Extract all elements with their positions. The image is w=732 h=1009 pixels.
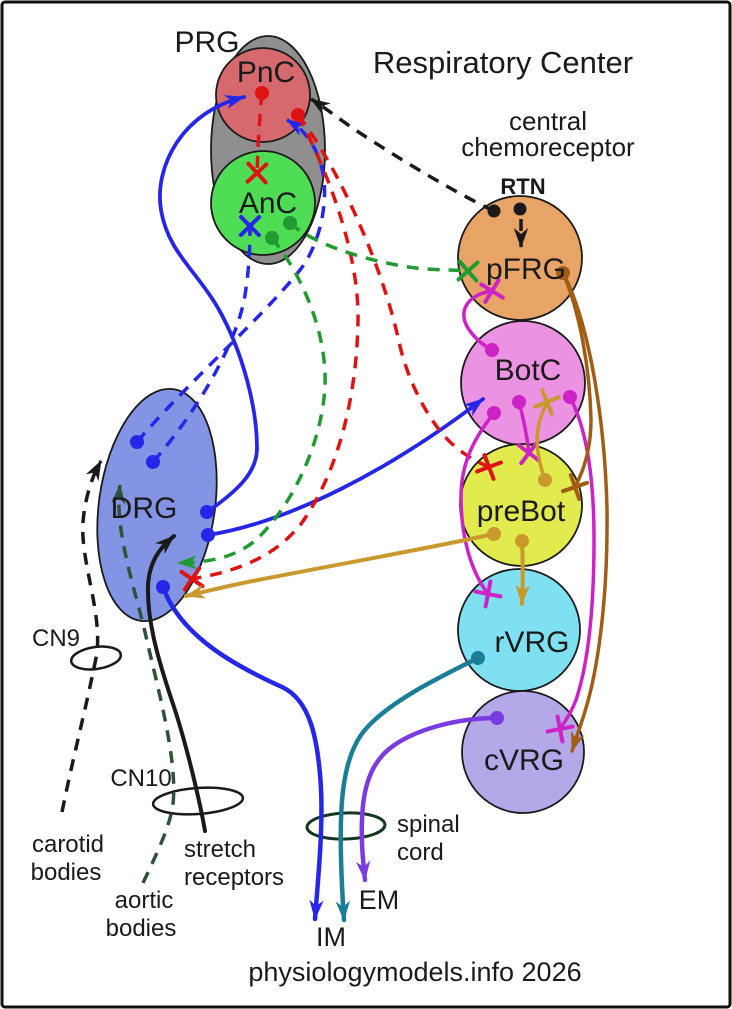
inhibition-x-pfrg-to-prebot: [560, 472, 590, 502]
inhibition-x-pnc-to-drg: [179, 566, 205, 592]
connection-drg-to-inspiratory-muscles: [160, 584, 324, 922]
label-botc: BotC: [495, 354, 562, 387]
inhibition-x-botc-to-rvrg: [473, 579, 503, 609]
inhibition-x-drg-to-anc-dashed: [238, 214, 262, 238]
arrowhead-carotid-bodies-to-drg: [85, 460, 102, 482]
label-stretch-receptors-line2: receptors: [184, 864, 284, 891]
label-stretch-receptors-line1: stretch: [184, 836, 256, 863]
inhibition-x-anc-to-pfrg: [456, 259, 480, 283]
region-cn9-ring: [69, 645, 123, 671]
soma-dot-anc-to-pfrg: [283, 216, 297, 230]
connection-stretch-receptors-to-drg: [145, 534, 207, 833]
arrowhead-prebot-to-rvrg: [515, 584, 530, 605]
rtn-neuron-1-dot: [487, 204, 501, 218]
label-drg: DRG: [111, 492, 178, 525]
connection-drg-to-pnc: [158, 95, 259, 514]
page-title: Respiratory Center: [373, 45, 633, 80]
label-pfrg: pFRG: [486, 253, 566, 286]
connection-prebot-to-drg: [184, 532, 496, 598]
soma-dot-rvrg-to-inspiratory-muscles: [471, 651, 485, 665]
watermark: physiologymodels.info 2026: [248, 957, 581, 987]
arrowhead-rtn-to-pnc: [310, 98, 331, 116]
arrowhead-aortic-bodies-to-drg: [111, 484, 126, 505]
inhibition-x-botc-to-pfrg: [479, 278, 505, 304]
rtn-neuron-2-dot: [513, 202, 527, 216]
arrowhead-drg-to-botc: [463, 398, 484, 417]
connection-aortic-bodies-to-drg: [117, 484, 176, 884]
connection-cvrg-to-expiratory-muscles: [359, 715, 500, 883]
connection-pfrg-to-cvrg: [561, 271, 609, 753]
arrowhead-rtn-to-pfrg: [513, 228, 529, 248]
soma-dot-drg-to-botc: [201, 528, 215, 542]
inhibition-x-botc-to-prebot: [516, 440, 542, 466]
arrowhead-prebot-to-drg: [185, 584, 207, 599]
label-im: IM: [316, 922, 346, 952]
soma-dot-botc-to-pfrg: [485, 343, 499, 357]
connection-anc-to-drg: [177, 236, 327, 565]
connection-carotid-bodies-to-drg: [60, 460, 103, 813]
labels-layer: Respiratory Center PRG PnC AnC central c…: [31, 26, 635, 987]
soma-dot-cvrg-to-expiratory-muscles: [490, 711, 504, 725]
label-central-chemoreceptor-line2: chemoreceptor: [461, 132, 635, 162]
label-carotid-bodies-line2: bodies: [31, 859, 102, 886]
label-cvrg: cVRG: [484, 744, 564, 777]
arrowhead-drg-to-pnc: [223, 95, 245, 110]
inhibition-x-prebot-to-botc: [533, 388, 561, 416]
label-pnc: PnC: [237, 56, 295, 89]
label-carotid-bodies-line1: carotid: [32, 831, 104, 858]
label-rvrg: rVRG: [495, 626, 570, 659]
connection-prebot-to-botc: [535, 400, 549, 482]
arrowhead-pfrg-to-cvrg: [570, 730, 585, 752]
label-anc: AnC: [239, 187, 297, 220]
soma-dot-pnc-to-anc: [255, 86, 269, 100]
label-central-chemoreceptor-line1: central: [509, 106, 587, 136]
label-cn9: CN9: [32, 625, 80, 652]
label-em: EM: [359, 885, 400, 915]
soma-dot-anc-to-drg: [265, 231, 279, 245]
soma-dot-drg-to-anc-dashed: [146, 455, 160, 469]
label-spinal-cord-line2: cord: [397, 839, 444, 866]
connection-drg-to-botc: [206, 397, 485, 537]
connection-botc-to-pfrg: [462, 289, 494, 352]
label-rtn: RTN: [500, 174, 545, 199]
inhibition-x-botc-to-cvrg: [545, 714, 575, 744]
soma-dot-prebot-to-rvrg: [515, 534, 529, 548]
arrowhead-drg-to-inspiratory-muscles: [309, 899, 324, 920]
soma-dot-drg-to-pnc-dashed: [130, 435, 144, 449]
neuron-dots-layer: [487, 202, 527, 218]
label-prg: PRG: [174, 26, 239, 59]
soma-dot-drg-to-pnc: [200, 505, 214, 519]
connection-drg-to-pnc-dashed: [135, 118, 327, 444]
soma-dot-drg-to-inspiratory-muscles: [156, 580, 170, 594]
connection-botc-to-rvrg: [459, 411, 496, 596]
arrowhead-anc-to-drg: [177, 554, 198, 570]
connection-pnc-to-prebot: [296, 113, 490, 469]
label-aortic-bodies-line1: aortic: [115, 887, 174, 914]
connection-anc-to-pfrg: [288, 221, 469, 273]
label-cn10: CN10: [110, 765, 171, 792]
connection-pnc-to-anc: [255, 92, 264, 174]
connection-rtn-to-pnc: [310, 97, 495, 213]
connection-rvrg-to-inspiratory-muscles: [338, 655, 481, 923]
soma-dot-botc-to-cvrg: [563, 390, 577, 404]
inhibition-x-pnc-to-prebot: [475, 453, 503, 481]
connection-drg-to-anc-dashed: [151, 225, 252, 464]
label-spinal-cord-line1: spinal: [397, 811, 460, 838]
soma-dot-prebot-to-botc: [538, 473, 552, 487]
label-aortic-bodies-line2: bodies: [106, 915, 177, 942]
arrowhead-rvrg-to-inspiratory-muscles: [335, 900, 350, 921]
soma-dot-botc-to-prebot: [512, 395, 526, 409]
connection-pfrg-to-prebot: [561, 271, 593, 489]
arrowhead-cvrg-to-expiratory-muscles: [355, 860, 371, 881]
inhibition-x-pnc-to-anc: [245, 161, 269, 185]
connection-pnc-to-drg: [191, 114, 360, 581]
region-spinal-cord-ring: [305, 811, 387, 841]
arrowhead-stretch-receptors-to-drg: [155, 535, 175, 555]
soma-dot-prebot-to-drg: [487, 527, 501, 541]
connections-layer: [60, 86, 609, 923]
label-prebot: preBot: [477, 495, 566, 528]
soma-dot-botc-to-rvrg: [487, 406, 501, 420]
